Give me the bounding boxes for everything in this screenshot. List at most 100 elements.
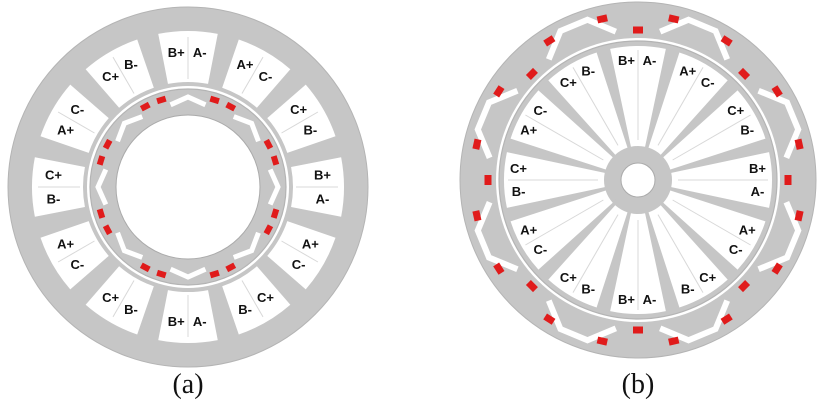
winding-label: C+ (257, 290, 274, 305)
winding-label: A- (316, 191, 330, 206)
stator-slot (267, 84, 336, 153)
pm-magnet (139, 101, 151, 112)
winding-label: B- (47, 191, 61, 206)
winding-label: C+ (560, 75, 577, 90)
stator-outline (7, 6, 369, 368)
panel-b-inner-stator (498, 40, 778, 320)
flux-barrier (546, 299, 617, 344)
flux-barrier (757, 88, 802, 159)
slot-divider (241, 56, 264, 94)
stator-slot (40, 221, 109, 290)
stator-slot (222, 39, 291, 108)
winding-label: A+ (739, 222, 756, 237)
flux-barrier (659, 16, 730, 61)
winding-label: C+ (102, 290, 119, 305)
pm-magnet (720, 313, 733, 325)
stator-slot (648, 52, 728, 155)
pm-magnet (794, 210, 804, 222)
winding-label: B- (740, 123, 754, 138)
panel-a-rotor (89, 88, 287, 286)
winding-label: A+ (57, 122, 74, 137)
winding-label: A- (643, 292, 657, 307)
pm-magnet (543, 35, 556, 47)
slot-divider (572, 214, 619, 293)
pm-magnet (784, 175, 792, 185)
pm-magnet (794, 138, 804, 150)
stator-slot (85, 266, 154, 335)
pm-magnet (738, 67, 751, 80)
pm-magnet (472, 210, 482, 222)
slot-divider (57, 240, 95, 263)
winding-label: C+ (560, 270, 577, 285)
flux-barrier (474, 201, 519, 272)
winding-label: B+ (168, 45, 185, 60)
winding-label: C- (292, 257, 306, 272)
flux-barrier (267, 168, 281, 206)
flux-barrier (169, 94, 207, 108)
pm-magnet (472, 138, 482, 150)
slot-divider (672, 199, 751, 246)
pm-magnet (493, 85, 505, 98)
slot-divider (657, 67, 704, 146)
slot-divider (525, 199, 604, 246)
stator-slot (548, 52, 628, 155)
winding-label: C- (533, 242, 547, 257)
panel-b-inner-stator-machine: B+A-A+C-C+B-B+A-A+C-C+B-A-B+B-C+C-A+B-C+… (459, 1, 817, 400)
shaft-bore (620, 162, 656, 198)
pm-magnet (633, 326, 643, 334)
winding-label: B- (512, 184, 526, 199)
winding-label: B+ (168, 314, 185, 329)
pm-magnet (270, 155, 280, 166)
winding-label: C- (533, 103, 547, 118)
winding-label: A- (193, 314, 207, 329)
flux-barrier (115, 231, 144, 260)
slot-divider (281, 111, 319, 134)
winding-label: A- (193, 45, 207, 60)
panel-b-caption: (b) (622, 369, 655, 400)
flux-barrier (659, 299, 730, 344)
pm-magnet (96, 208, 106, 219)
rotor-bore (116, 115, 260, 259)
pm-magnet (225, 101, 237, 112)
slot-divider (281, 240, 319, 263)
panel-a-radial-flux-machine: B+A-A+C-C+B-B+A-A+C-C+B-A-B+B-C+C-A+B-C+… (7, 6, 369, 400)
winding-label: B+ (314, 168, 331, 183)
flux-barrier (757, 201, 802, 272)
rotor-bore-outline (115, 114, 261, 260)
slot-divider (112, 280, 135, 318)
slot-divider (657, 214, 704, 293)
winding-label: C+ (290, 102, 307, 117)
pm-magnet (102, 138, 113, 150)
flux-barrier (232, 231, 261, 260)
pm-magnet (263, 138, 274, 150)
pm-magnet (596, 14, 608, 24)
winding-label: C+ (727, 103, 744, 118)
pm-magnet (738, 280, 751, 293)
stator-slot (510, 190, 613, 270)
pm-magnet (596, 336, 608, 346)
panel-a-winding-labels: B+A-A+C-C+B-B+A-A+C-C+B-A-B+B-C+C-A+B-C+… (45, 45, 331, 329)
winding-label: B+ (618, 292, 635, 307)
winding-label: C- (71, 102, 85, 117)
flux-barrier (232, 114, 261, 143)
winding-label: B- (124, 302, 138, 317)
pm-magnet (225, 262, 237, 273)
pm-magnet (156, 95, 167, 105)
winding-label: A+ (237, 57, 254, 72)
pm-magnet (633, 26, 643, 34)
stator-slot (267, 221, 336, 290)
slot-divider (112, 56, 135, 94)
panel-b-winding-labels: B+A-A+C-C+B-B+A-A+C-C+B-A-B+B-C+C-A+B-C+… (510, 53, 766, 307)
flux-barrier (95, 168, 109, 206)
stator-slot (548, 205, 628, 308)
slot-divider (525, 114, 604, 161)
slot-divider (572, 67, 619, 146)
pm-magnet (525, 67, 538, 80)
pm-magnet (263, 224, 274, 236)
stator-slot (40, 84, 109, 153)
pm-magnet (771, 262, 783, 275)
winding-label: A- (751, 184, 765, 199)
winding-label: B- (581, 282, 595, 297)
winding-label: C+ (699, 270, 716, 285)
